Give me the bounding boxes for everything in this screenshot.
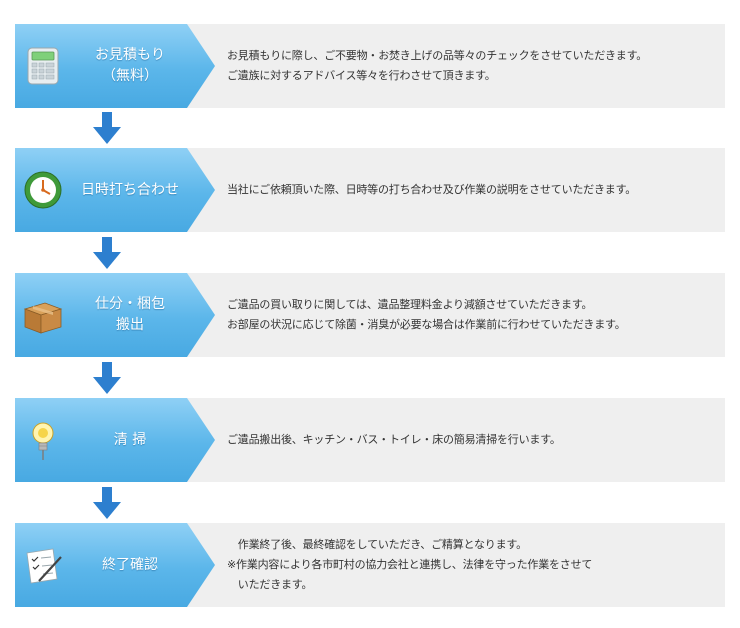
checklist-pen-icon: [26, 548, 62, 584]
step-desc-line: ご遺族に対するアドバイス等々を行わさせて頂きます。: [227, 69, 496, 82]
step-desc-line: お見積もりに際し、ご不要物・お焚き上げの品等々のチェックをさせていただきます。: [227, 49, 648, 62]
clock-icon: [24, 171, 62, 209]
step-desc-line: ※作業内容により各市町村の協力会社と連携し、法律を守った作業をさせて: [227, 558, 593, 571]
down-arrow-icon: [93, 362, 121, 394]
step-description: お見積もりに際し、ご不要物・お焚き上げの品等々のチェックをさせていただきます。 …: [227, 24, 717, 108]
step-label-box: 日時打ち合わせ: [15, 148, 215, 232]
step-title-line: 清 掃: [113, 431, 147, 448]
step-title: 日時打ち合わせ: [65, 148, 195, 232]
step-title-line: お見積もり: [95, 47, 165, 63]
step-title-line: 仕分・梱包: [95, 296, 165, 312]
step-title: お見積もり （無料）: [65, 24, 195, 108]
step-description: ご遺品の買い取りに関しては、遺品整理料金より減額させていただきます。 お部屋の状…: [227, 273, 717, 357]
step-title-line: （無料）: [102, 68, 158, 84]
step-estimate: お見積もり （無料） お見積もりに際し、ご不要物・お焚き上げの品等々のチェックを…: [15, 24, 725, 108]
step-desc-line: 作業終了後、最終確認をしていただき、ご精算となります。: [227, 538, 527, 551]
step-desc-line: ご遺品の買い取りに関しては、遺品整理料金より減額させていただきます。: [227, 298, 593, 311]
step-title: 仕分・梱包 搬出: [65, 273, 195, 357]
step-title-line: 日時打ち合わせ: [81, 181, 179, 198]
step-description: 当社にご依頼頂いた際、日時等の打ち合わせ及び作業の説明をさせていただきます。: [227, 148, 717, 232]
step-description: 作業終了後、最終確認をしていただき、ご精算となります。 ※作業内容により各市町村…: [227, 523, 717, 607]
step-desc-line: いただきます。: [227, 578, 313, 591]
down-arrow-icon: [93, 112, 121, 144]
light-bulb-icon: [32, 422, 54, 460]
step-desc-line: お部屋の状況に応じて除菌・消臭が必要な場合は作業前に行わせていただきます。: [227, 318, 626, 331]
down-arrow-icon: [93, 237, 121, 269]
step-label-box: 仕分・梱包 搬出: [15, 273, 215, 357]
step-label-box: 終了確認: [15, 523, 215, 607]
step-final-check: 終了確認 作業終了後、最終確認をしていただき、ご精算となります。 ※作業内容によ…: [15, 523, 725, 607]
step-title: 終了確認: [65, 523, 195, 607]
step-label-box: お見積もり （無料）: [15, 24, 215, 108]
cardboard-box-icon: [23, 302, 63, 334]
step-sorting-packing: 仕分・梱包 搬出 ご遺品の買い取りに関しては、遺品整理料金より減額させていただき…: [15, 273, 725, 357]
step-description: ご遺品搬出後、キッチン・バス・トイレ・床の簡易清掃を行います。: [227, 398, 717, 482]
step-desc-line: 当社にご依頼頂いた際、日時等の打ち合わせ及び作業の説明をさせていただきます。: [227, 183, 637, 196]
step-label-box: 清 掃: [15, 398, 215, 482]
step-title-line: 搬出: [116, 317, 144, 333]
down-arrow-icon: [93, 487, 121, 519]
step-title-line: 終了確認: [102, 556, 158, 573]
step-desc-line: ご遺品搬出後、キッチン・バス・トイレ・床の簡易清掃を行います。: [227, 433, 561, 446]
calculator-icon: [27, 47, 59, 85]
step-schedule: 日時打ち合わせ 当社にご依頼頂いた際、日時等の打ち合わせ及び作業の説明をさせてい…: [15, 148, 725, 232]
step-title: 清 掃: [65, 398, 195, 482]
step-cleaning: 清 掃 ご遺品搬出後、キッチン・バス・トイレ・床の簡易清掃を行います。: [15, 398, 725, 482]
